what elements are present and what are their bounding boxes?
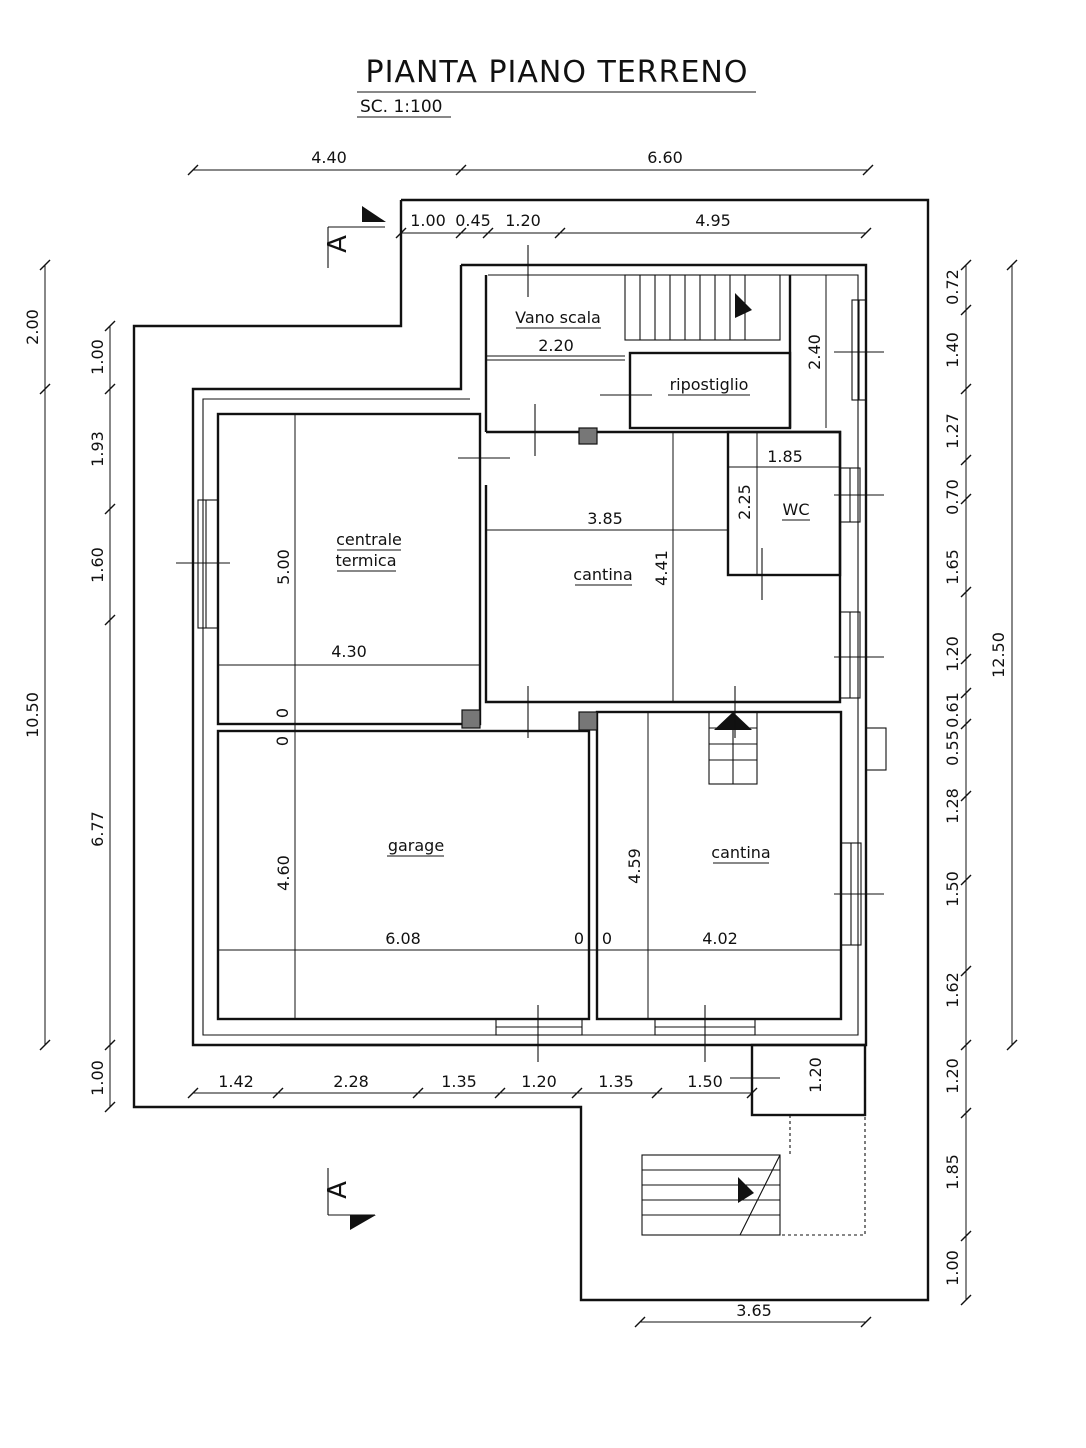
dim-right-12-50: 12.50 [989,632,1008,678]
room-label-ripostiglio: ripostiglio [670,375,749,394]
dim-top-1-20: 1.20 [505,211,541,230]
dim-left-10-50: 10.50 [23,692,42,738]
dim-wc-1-85: 1.85 [767,447,803,466]
dim-rip-2-40: 2.40 [805,334,824,370]
garage-walls [216,729,591,1021]
dim-cantina-3-85: 3.85 [587,509,623,528]
room-label-cantina-lower: cantina [711,843,770,862]
dim-right-1-62: 1.62 [943,972,962,1008]
dim-right-0-72: 0.72 [943,269,962,305]
dim-right-0-55: 0.55 [943,730,962,766]
dim-left-1-00b: 1.00 [88,1060,107,1096]
dim-cantina2-0: 0 [602,929,612,948]
dim-top-6-60: 6.60 [647,148,683,167]
window-right-cantina [839,611,861,699]
dim-right-1-50: 1.50 [943,871,962,907]
dim-left-6-77: 6.77 [88,811,107,847]
dim-right-1-85: 1.85 [943,1154,962,1190]
room-label-cantina-upper: cantina [573,565,632,584]
window-bottom-1 [495,1018,583,1036]
left-dimension-chain [39,259,116,1113]
dim-right-1-65: 1.65 [943,549,962,585]
dim-vano-2-20: 2.20 [538,336,574,355]
dim-garage-0a: 0 [273,736,292,746]
axis-marks [176,245,884,1079]
room-label-termica: termica [335,551,396,570]
dim-top-4-40: 4.40 [311,148,347,167]
stair-middle [708,711,758,785]
dim-garage-6-08: 6.08 [385,929,421,948]
dim-right-1-28: 1.28 [943,788,962,824]
dim-porch-1-20: 1.20 [806,1057,825,1093]
svg-text:A: A [323,1181,353,1199]
dim-cantina2-4-02: 4.02 [702,929,738,948]
pillar-top [578,427,598,445]
building-outer-wall [191,263,868,1047]
lot-outline [132,198,930,1302]
dim-bot-1-35b: 1.35 [598,1072,634,1091]
dim-right-0-61: 0.61 [943,692,962,728]
section-marker-top: A [323,206,386,268]
room-label-wc: WC [783,500,810,519]
dim-wc-2-25: 2.25 [735,484,754,520]
dim-bot-1-35a: 1.35 [441,1072,477,1091]
scale-label: SC. 1:100 [360,97,442,117]
dim-top-1-00: 1.00 [410,211,446,230]
dim-bot-1-42: 1.42 [218,1072,254,1091]
dim-ct-4-30: 4.30 [331,642,367,661]
pillar-left [461,709,481,729]
window-left [197,499,219,629]
stair-outer [641,1154,781,1236]
right-niche [865,727,887,771]
dim-right-0-70: 0.70 [943,479,962,515]
dim-right-1-00: 1.00 [943,1250,962,1286]
dim-top-0-45: 0.45 [455,211,491,230]
dim-right-1-20b: 1.20 [943,1058,962,1094]
interior-dimension-lines [218,275,841,1019]
right-dimension-chain [960,259,1018,1306]
stair-top [624,274,781,341]
dim-ct-0: 0 [273,708,292,718]
window-right-upper [851,299,867,401]
dim-garage-0b: 0 [574,929,584,948]
pillar-mid [578,711,598,731]
dim-right-1-27: 1.27 [943,413,962,449]
cantina-upper-walls [484,430,842,704]
terrace-dashed [740,1045,866,1236]
dim-bot-1-50: 1.50 [687,1072,723,1091]
plan-title: PIANTA PIANO TERRENO [366,55,749,90]
dim-bot-1-20: 1.20 [521,1072,557,1091]
dim-ct-5-00: 5.00 [274,549,293,585]
dim-bot-2-28: 2.28 [333,1072,369,1091]
dim-top-4-95: 4.95 [695,211,731,230]
dim-left-1-60: 1.60 [88,547,107,583]
dim-left-1-93: 1.93 [88,431,107,467]
bottom-dimension-chain [187,1087,872,1328]
top-dimension-chain [187,164,874,239]
dim-garage-4-60: 4.60 [274,855,293,891]
dim-right-1-40: 1.40 [943,332,962,368]
section-marker-bottom: A [323,1168,376,1230]
svg-text:A: A [323,235,353,253]
dim-cantina2-4-59: 4.59 [625,848,644,884]
porch-walls [750,1043,867,1117]
dim-cantina-4-41: 4.41 [652,550,671,586]
dim-left-2-00: 2.00 [23,309,42,345]
dim-right-1-20a: 1.20 [943,636,962,672]
room-label-centrale: centrale [336,530,402,549]
dim-left-1-00a: 1.00 [88,339,107,375]
room-label-garage: garage [388,836,444,855]
dim-bottom-3-65: 3.65 [736,1301,772,1320]
room-label-vano-scala: Vano scala [515,308,601,327]
